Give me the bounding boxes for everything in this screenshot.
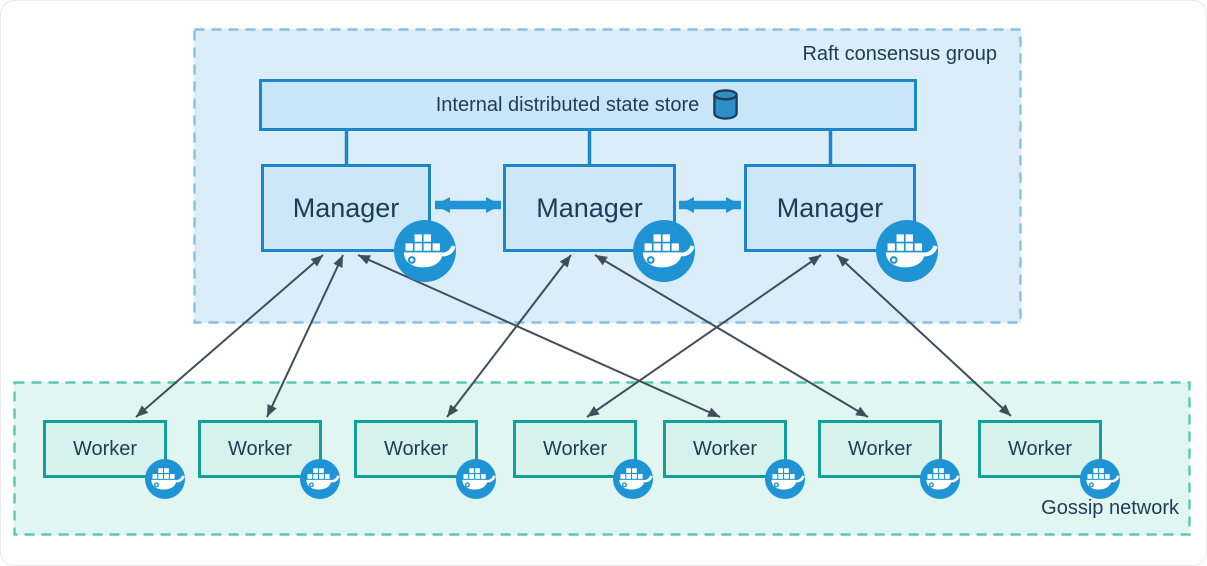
docker-whale-icon	[613, 459, 653, 499]
docker-whale-icon	[456, 459, 496, 499]
worker-label: Worker	[227, 437, 293, 460]
docker-whale-icon	[394, 220, 456, 282]
worker-label: Worker	[1007, 437, 1073, 460]
docker-whale-icon	[920, 459, 960, 499]
worker-label: Worker	[383, 437, 449, 460]
worker-label: Worker	[847, 437, 913, 460]
gossip-network-label: Gossip network	[1041, 497, 1179, 519]
docker-whale-icon	[300, 459, 340, 499]
database-cylinder-icon	[713, 89, 739, 120]
worker-label: Worker	[692, 437, 758, 460]
docker-whale-icon	[1080, 459, 1120, 499]
worker-label: Worker	[72, 437, 138, 460]
docker-whale-icon	[876, 220, 938, 282]
manager-label: Manager	[292, 192, 400, 223]
worker-label: Worker	[542, 437, 608, 460]
state-store-label: Internal distributed state store	[435, 93, 700, 116]
raft-group-label: Raft consensus group	[802, 43, 997, 65]
docker-whale-icon	[765, 459, 805, 499]
docker-whale-icon	[145, 459, 185, 499]
docker-whale-icon	[633, 220, 695, 282]
manager-label: Manager	[536, 192, 643, 223]
state-store-node: Internal distributed state store	[259, 79, 917, 131]
manager-label: Manager	[776, 192, 884, 223]
